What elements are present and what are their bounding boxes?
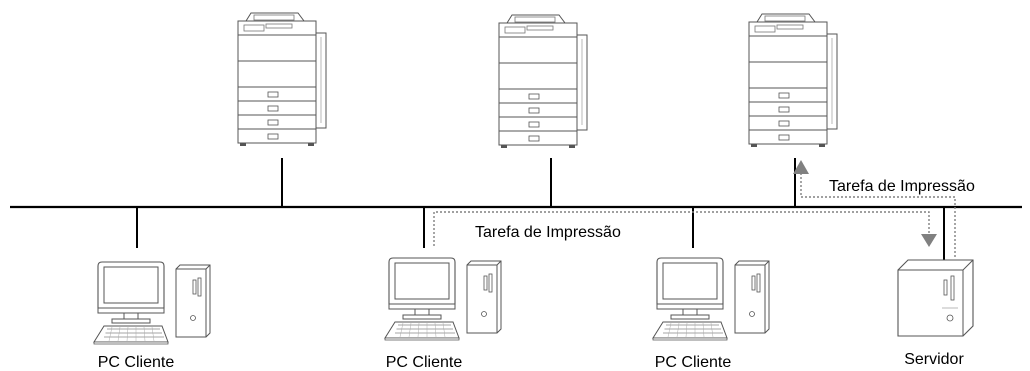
arrow-down-to-server-icon: [921, 234, 937, 247]
printer-2-icon: [498, 14, 588, 149]
server-label: Servidor: [904, 351, 964, 368]
print-job-label-client-to-server: Tarefa de Impressão: [475, 224, 621, 241]
printer-3-icon: [748, 13, 838, 148]
client-pc-3-label: PC Cliente: [655, 354, 732, 371]
client-pc-3-icon: [652, 257, 770, 341]
client-pc-2-label: PC Cliente: [386, 354, 463, 371]
client-pc-2-icon: [384, 257, 502, 341]
server-tower-icon: [897, 259, 974, 337]
print-job-label-server-to-printer: Tarefa de Impressão: [829, 178, 975, 195]
print-job-flow-server-to-printer: [800, 173, 956, 257]
arrow-up-to-printer-icon: [793, 160, 809, 174]
printer-1-icon: [237, 12, 327, 147]
print-job-flow-client-to-server: [433, 211, 930, 246]
client-pc-1-icon: [93, 261, 211, 345]
client-pc-1-label: PC Cliente: [98, 354, 175, 371]
